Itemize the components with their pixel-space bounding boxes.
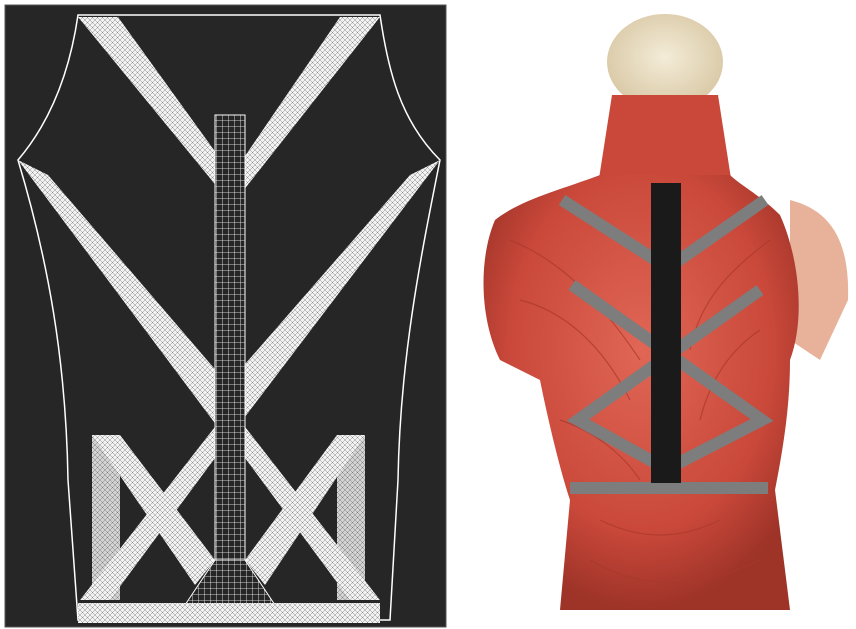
spine-bar bbox=[651, 183, 681, 483]
anatomy-panel bbox=[450, 0, 856, 629]
neck-muscles bbox=[598, 95, 732, 185]
waistband bbox=[78, 603, 380, 623]
garment-pattern-panel bbox=[5, 5, 446, 627]
spine-strip bbox=[215, 115, 245, 605]
